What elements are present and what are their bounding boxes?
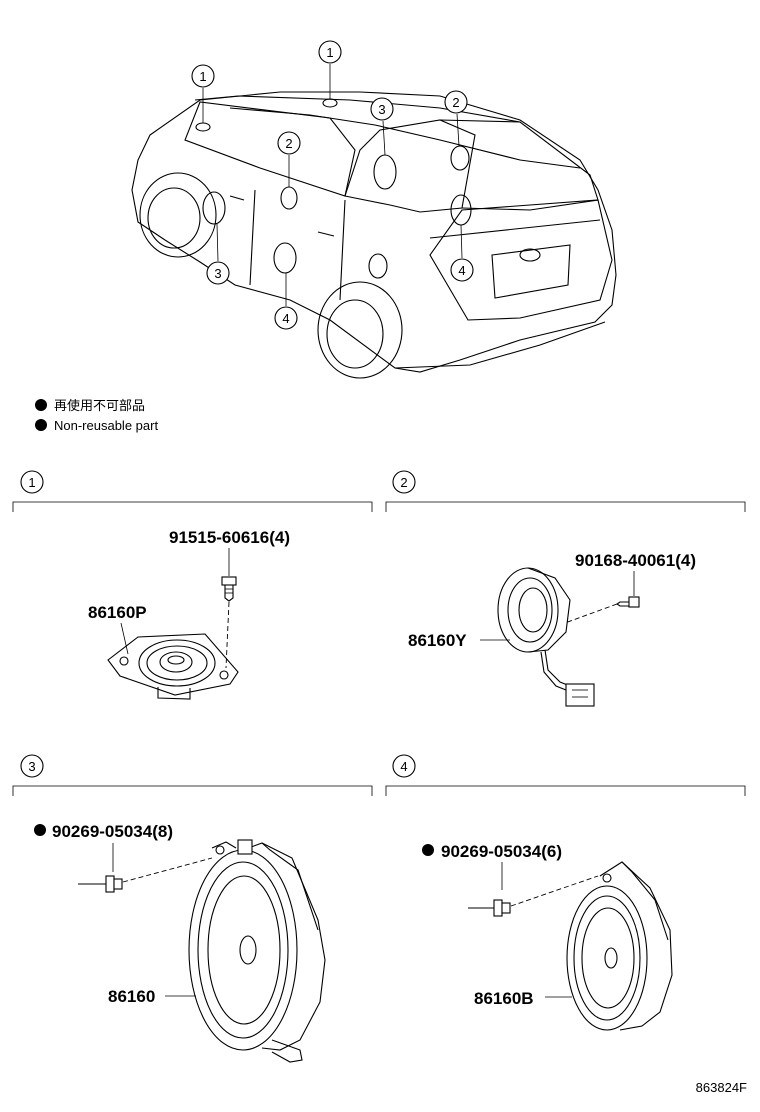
legend-japanese: 再使用不可部品 — [54, 398, 145, 413]
callout-number: 4 — [282, 311, 289, 326]
figure-id: 863824F — [696, 1080, 747, 1095]
section-2-number: 2 — [400, 475, 407, 490]
car-callout-4b: 4 — [450, 224, 474, 282]
callout-number: 3 — [378, 102, 385, 117]
callout-number: 4 — [458, 263, 465, 278]
rear-speaker — [566, 861, 673, 1031]
fastener-part-number: 91515-60616(4) — [169, 528, 290, 547]
section-1-number: 1 — [28, 475, 35, 490]
section-1-tweeter: 91515-60616(4) 86160P — [88, 528, 290, 700]
section-4-speaker: 90269-05034(6) 86160B — [422, 842, 673, 1031]
section-frames: 1 2 3 4 — [12, 470, 746, 796]
clip-icon — [468, 899, 511, 917]
car-callout-2b: 2 — [444, 90, 468, 147]
car-callout-3b: 3 — [370, 97, 394, 156]
section-4-number: 4 — [400, 759, 407, 774]
part-number: 86160 — [108, 987, 155, 1006]
section-2-speaker: 90168-40061(4) 86160Y — [408, 551, 696, 707]
part-number: 86160P — [88, 603, 147, 622]
tweeter-speaker — [107, 633, 239, 700]
midrange-speaker — [497, 567, 595, 707]
fastener-part-number: 90269-05034(8) — [52, 822, 173, 841]
screw-icon — [616, 596, 640, 608]
door-speaker — [188, 839, 326, 1063]
car-callout-2a: 2 — [277, 131, 301, 187]
fastener-part-number: 90269-05034(6) — [441, 842, 562, 861]
legend-english: Non-reusable part — [54, 418, 158, 433]
part-number: 86160Y — [408, 631, 467, 650]
section-3-speaker: 90269-05034(8) 86160 — [34, 822, 326, 1063]
part-number: 86160B — [474, 989, 534, 1008]
fastener-part-number: 90168-40061(4) — [575, 551, 696, 570]
non-reusable-dot-icon — [35, 419, 47, 431]
car-callout-4a: 4 — [274, 273, 298, 330]
car-callout-1a: 1 — [191, 64, 215, 123]
callout-number: 1 — [326, 45, 333, 60]
legend: 再使用不可部品 Non-reusable part — [35, 398, 158, 433]
callout-number: 3 — [214, 266, 221, 281]
non-reusable-dot-icon — [34, 824, 46, 836]
callout-number: 2 — [452, 95, 459, 110]
callout-number: 1 — [199, 69, 206, 84]
car-callout-1b: 1 — [318, 40, 342, 99]
car-illustration — [131, 91, 617, 379]
screw-icon — [221, 576, 237, 602]
clip-icon — [78, 875, 123, 893]
non-reusable-dot-icon — [422, 844, 434, 856]
non-reusable-dot-icon — [35, 399, 47, 411]
car-callout-3a: 3 — [206, 223, 230, 285]
callout-number: 2 — [285, 136, 292, 151]
section-3-number: 3 — [28, 759, 35, 774]
